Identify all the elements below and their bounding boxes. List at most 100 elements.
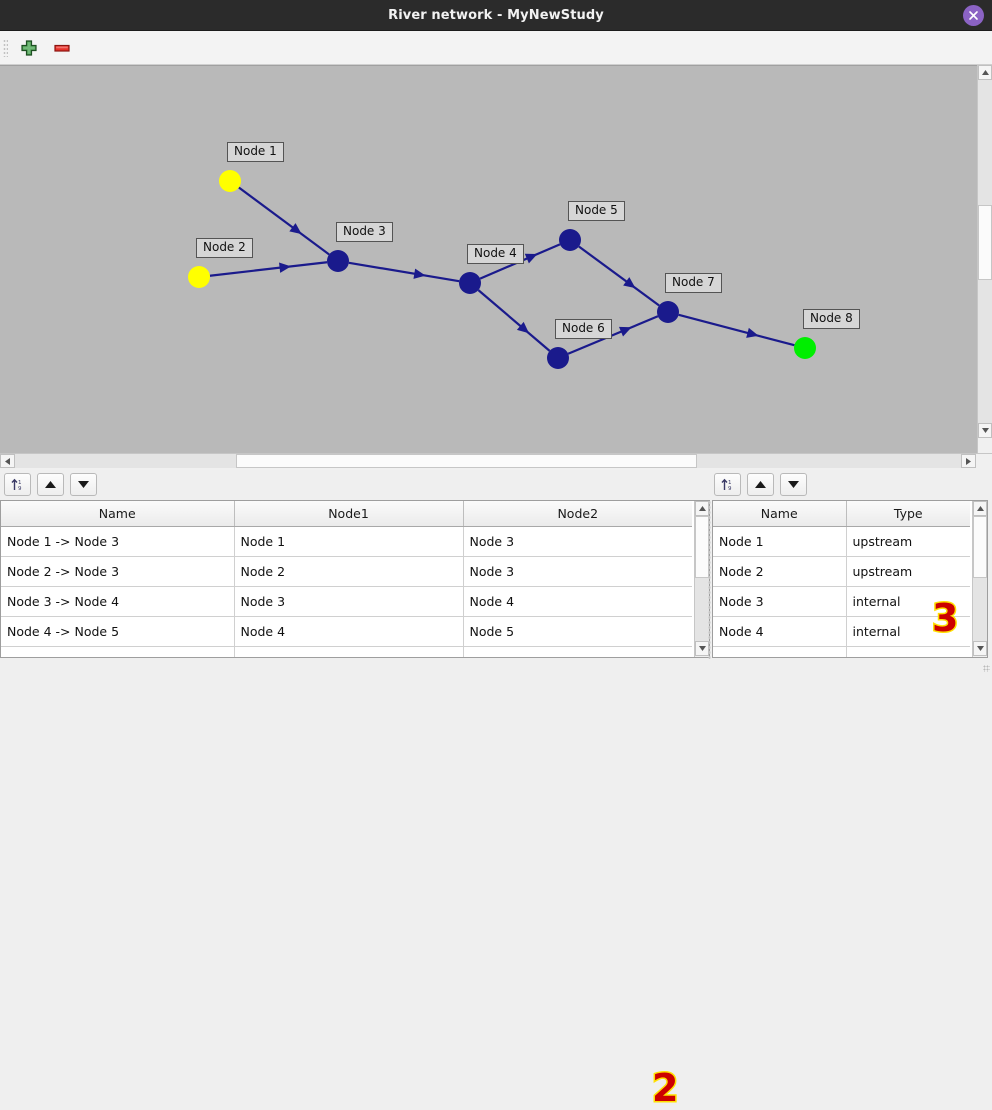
network-edge[interactable] (348, 261, 460, 283)
table-cell[interactable]: upstream (846, 526, 970, 557)
table-cell[interactable] (463, 646, 692, 657)
column-header-type[interactable]: Type (846, 501, 970, 527)
nodes-sort-icon[interactable]: 1 9 (714, 473, 741, 496)
table-cell[interactable] (846, 646, 970, 657)
hscroll-thumb[interactable] (236, 454, 697, 468)
table-cell[interactable]: Node 4 (463, 586, 692, 617)
network-edge[interactable] (678, 313, 795, 347)
node-label-node-2[interactable]: Node 2 (196, 238, 253, 258)
network-node[interactable] (188, 266, 210, 288)
toolbar-grip[interactable] (3, 39, 8, 57)
add-node-icon[interactable] (19, 38, 41, 58)
delete-node-icon[interactable] (52, 38, 74, 58)
vscroll-thumb[interactable] (978, 205, 992, 280)
table-cell[interactable]: Node 3 (463, 556, 692, 587)
network-node[interactable] (794, 337, 816, 359)
node-label-node-5[interactable]: Node 5 (568, 201, 625, 221)
nodes-scroll-up-icon[interactable] (973, 501, 987, 516)
node-label-node-8[interactable]: Node 8 (803, 309, 860, 329)
scroll-up-icon[interactable] (978, 65, 992, 80)
table-row[interactable] (713, 646, 970, 657)
network-edge[interactable] (209, 261, 328, 277)
table-cell[interactable]: upstream (846, 556, 970, 587)
scroll-down-icon[interactable] (978, 423, 992, 438)
table-cell[interactable]: Node 3 (713, 586, 847, 617)
column-header-node2[interactable]: Node2 (463, 501, 692, 527)
network-edge[interactable] (477, 289, 551, 352)
table-cell[interactable]: Node 1 (234, 526, 464, 557)
table-cell[interactable]: Node 4 (713, 616, 847, 647)
edges-scroll-down-icon[interactable] (695, 641, 709, 656)
close-icon[interactable] (963, 5, 984, 26)
network-node[interactable] (547, 347, 569, 369)
table-cell[interactable]: Node 3 -> Node 4 (1, 586, 235, 617)
node-label-node-4[interactable]: Node 4 (467, 244, 524, 264)
river-network-canvas[interactable]: Node 1 Node 2 Node 3 Node 4 Node 5 Node 6 Node… (0, 65, 992, 510)
edges-scroll-up-icon[interactable] (695, 501, 709, 516)
table-cell[interactable]: Node 2 -> Node 3 (1, 556, 235, 587)
nodes-move-down-icon[interactable] (780, 473, 807, 496)
network-node[interactable] (459, 272, 481, 294)
node-label-node-3[interactable]: Node 3 (336, 222, 393, 242)
nodes-move-up-icon[interactable] (747, 473, 774, 496)
table-cell[interactable]: internal (846, 616, 970, 647)
table-cell[interactable]: Node 3 (463, 526, 692, 557)
nodes-scroll-down-icon[interactable] (973, 641, 987, 656)
edges-move-up-icon[interactable] (37, 473, 64, 496)
table-cell[interactable] (713, 646, 847, 657)
edges-table-scrollbar[interactable] (694, 501, 709, 657)
resize-grip[interactable] (983, 665, 990, 672)
scroll-left-icon[interactable] (0, 454, 15, 468)
network-node[interactable] (327, 250, 349, 272)
node-label-node-1[interactable]: Node 1 (227, 142, 284, 162)
scroll-right-icon[interactable] (961, 454, 976, 468)
table-cell[interactable]: Node 2 (713, 556, 847, 587)
nodes-table-scrollbar[interactable] (972, 501, 987, 657)
node-label-node-6[interactable]: Node 6 (555, 319, 612, 339)
annotation-marker-3: 3 (930, 595, 960, 642)
edges-move-down-icon[interactable] (70, 473, 97, 496)
table-cell[interactable]: Node 4 -> Node 5 (1, 616, 235, 647)
edge-arrow-icon (619, 326, 632, 337)
network-node[interactable] (219, 170, 241, 192)
node-label-node-7[interactable]: Node 7 (665, 273, 722, 293)
table-cell[interactable]: internal (846, 586, 970, 617)
nodes-scroll-thumb[interactable] (973, 516, 987, 578)
svg-text:9: 9 (728, 486, 732, 492)
table-cell[interactable]: Node 2 (234, 556, 464, 587)
table-cell[interactable] (234, 646, 464, 657)
column-header-node1[interactable]: Node1 (234, 501, 464, 527)
network-edge[interactable] (567, 315, 659, 355)
panel-divider[interactable] (708, 500, 711, 660)
column-header-name[interactable]: Name (1, 501, 235, 527)
edges-scroll-thumb[interactable] (695, 516, 709, 578)
table-cell[interactable]: Node 1 (713, 526, 847, 557)
network-edge[interactable] (578, 245, 660, 307)
canvas-horizontal-scrollbar[interactable] (0, 453, 992, 468)
table-row[interactable] (1, 646, 692, 657)
network-graph[interactable] (0, 66, 976, 454)
network-edge[interactable] (238, 186, 330, 256)
column-header-name[interactable]: Name (713, 501, 847, 527)
table-cell[interactable]: Node 3 (234, 586, 464, 617)
network-node[interactable] (657, 301, 679, 323)
canvas-vertical-scrollbar[interactable] (977, 65, 992, 453)
edges-sort-icon[interactable]: 1 9 (4, 473, 31, 496)
table-cell[interactable] (1, 646, 235, 657)
table-cell[interactable]: Node 1 -> Node 3 (1, 526, 235, 557)
table-cell[interactable]: Node 5 (463, 616, 692, 647)
table-cell[interactable]: Node 4 (234, 616, 464, 647)
network-node[interactable] (559, 229, 581, 251)
